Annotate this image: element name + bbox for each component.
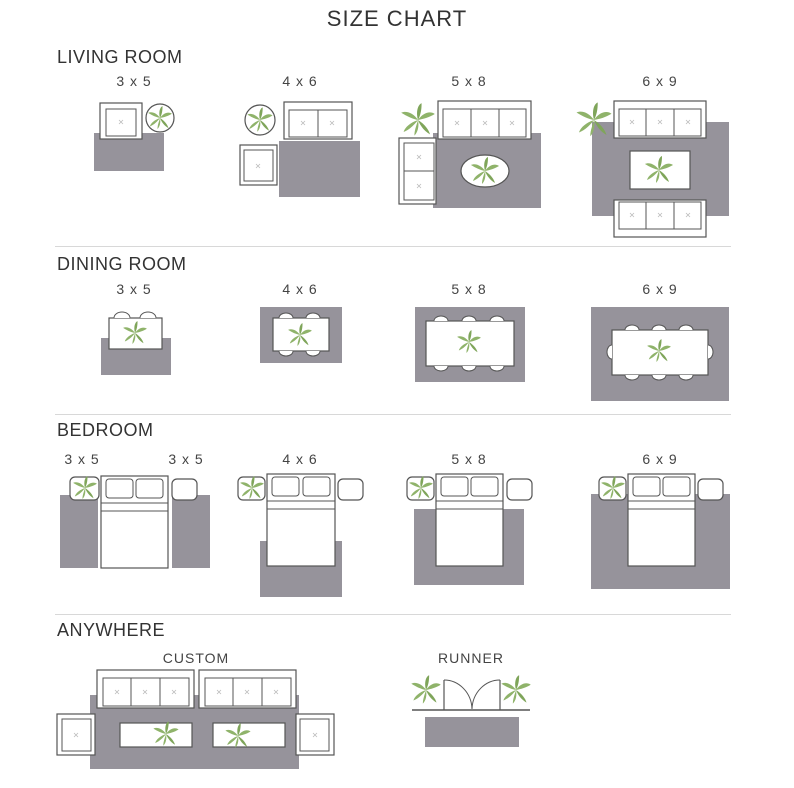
armchair-icon <box>239 144 278 186</box>
section-heading-bedroom: BEDROOM <box>57 420 154 440</box>
size-label: 6 x 9 <box>642 451 678 467</box>
size-label: 3 x 5 <box>116 73 152 89</box>
armchair-icon <box>99 102 143 140</box>
table-icon <box>425 320 515 367</box>
size-label: 5 x 8 <box>451 281 487 297</box>
section-divider <box>55 246 731 247</box>
sofa-icon <box>398 137 437 205</box>
rug-icon <box>60 495 98 568</box>
table-icon <box>611 329 709 376</box>
plant-icon <box>411 675 441 704</box>
nightstand-icon <box>506 478 533 501</box>
page-title: SIZE CHART <box>326 6 468 31</box>
table-icon <box>629 150 691 190</box>
table-icon <box>460 154 510 188</box>
size-label: 3 x 5 <box>64 451 100 467</box>
nightstand-icon <box>697 478 724 501</box>
dining-chair-icon <box>113 311 157 319</box>
size-label: 4 x 6 <box>282 73 318 89</box>
sofa-icon <box>198 669 297 709</box>
bed-icon <box>266 473 336 567</box>
table-icon <box>108 317 163 350</box>
sofa-icon <box>613 199 707 238</box>
rug-icon <box>172 495 210 568</box>
sofa-icon <box>613 100 707 139</box>
nightstand-icon <box>337 478 364 501</box>
section-heading-living-room: LIVING ROOM <box>57 47 183 67</box>
section-heading-anywhere: ANYWHERE <box>57 620 166 640</box>
nightstand-icon <box>406 476 435 501</box>
table-icon <box>212 722 286 748</box>
sofa-icon <box>437 100 532 140</box>
size-label: 5 x 8 <box>451 451 487 467</box>
rug-icon <box>425 717 519 747</box>
size-label: 5 x 8 <box>451 73 487 89</box>
bed-icon <box>627 473 696 567</box>
nightstand-icon <box>69 476 100 501</box>
section-divider <box>55 414 731 415</box>
plant-icon <box>401 103 435 136</box>
armchair-icon <box>295 713 335 756</box>
dining-chair-icon <box>606 324 714 381</box>
size-label-runner: RUNNER <box>438 650 504 666</box>
size-label: 6 x 9 <box>642 281 678 297</box>
dining-chair-icon <box>278 312 321 357</box>
size-label-custom: CUSTOM <box>162 650 230 666</box>
plant-icon <box>501 675 531 704</box>
plant-icon <box>145 103 175 133</box>
plant-icon <box>244 104 276 136</box>
rug-icon <box>279 141 360 197</box>
sofa-icon <box>96 669 195 709</box>
sofa-icon <box>283 101 353 140</box>
door-icon <box>443 679 501 710</box>
bed-icon <box>435 473 504 567</box>
section-heading-dining-room: DINING ROOM <box>57 254 187 274</box>
size-label: 3 x 5 <box>116 281 152 297</box>
nightstand-icon <box>598 476 627 501</box>
size-label: 3 x 5 <box>168 451 204 467</box>
armchair-icon <box>56 713 96 756</box>
size-label: 4 x 6 <box>282 451 318 467</box>
nightstand-icon <box>237 476 266 501</box>
section-divider <box>55 614 731 615</box>
dining-chair-icon <box>433 315 505 372</box>
size-label: 4 x 6 <box>282 281 318 297</box>
table-icon <box>272 317 330 352</box>
bed-icon <box>100 475 169 569</box>
size-label: 6 x 9 <box>642 73 678 89</box>
nightstand-icon <box>171 478 198 501</box>
table-icon <box>119 721 193 748</box>
